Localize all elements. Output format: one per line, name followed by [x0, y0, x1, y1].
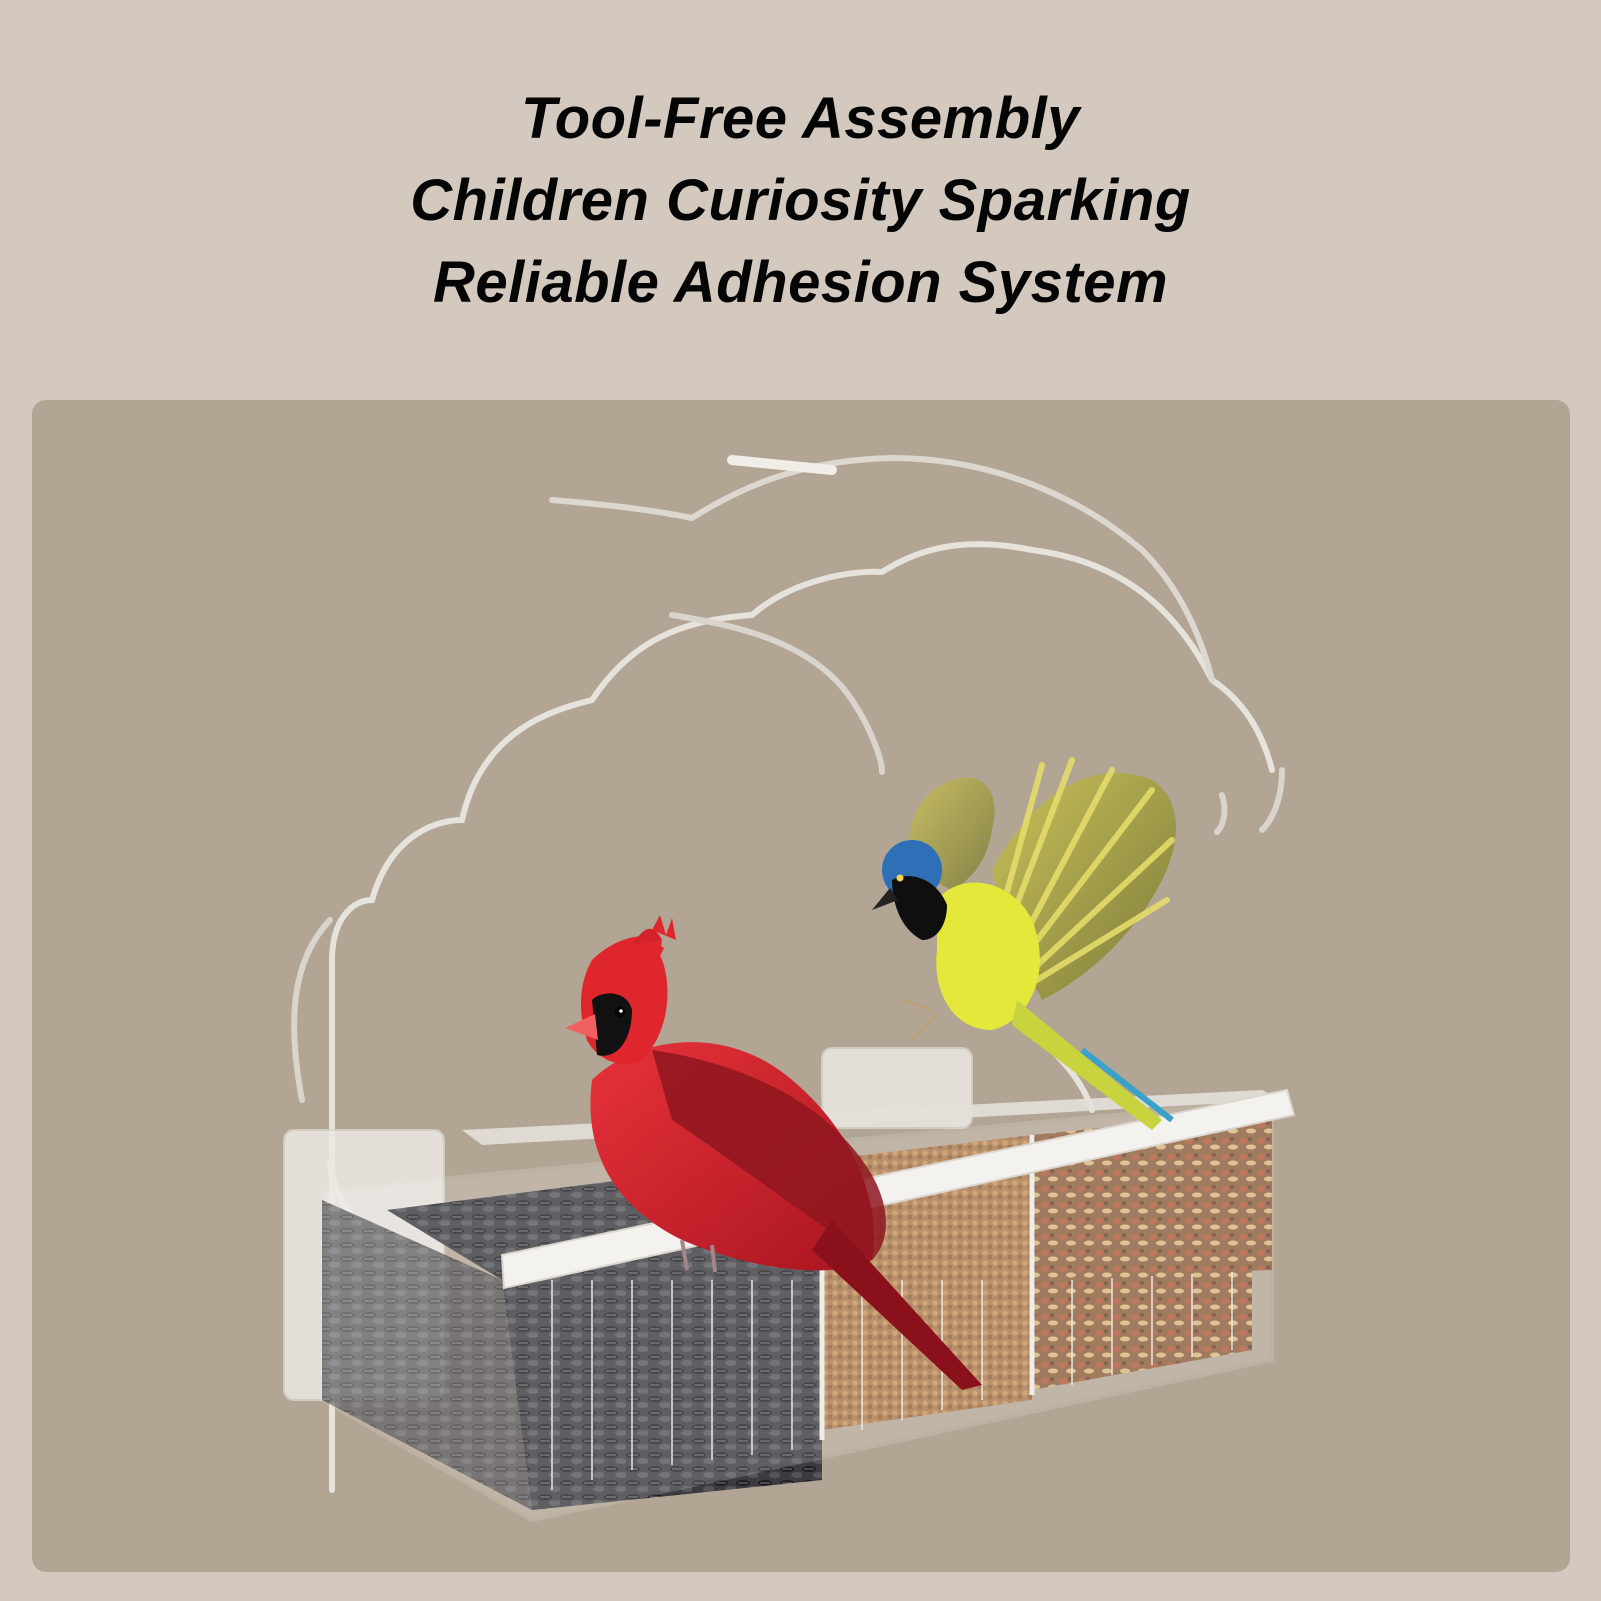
bird-feeder-image: [291, 454, 1285, 1493]
headline-line-3: Reliable Adhesion System: [432, 250, 1169, 315]
cardinal-bird-image: [565, 915, 982, 1390]
headline-line-2: Children Curiosity Sparking: [410, 168, 1191, 233]
product-illustration: [283, 454, 1296, 1523]
green-jay-bird-image: [872, 757, 1176, 1130]
headline: Tool-Free Assembly Children Curiosity Sp…: [0, 78, 1601, 324]
headline-line-1: Tool-Free Assembly: [520, 86, 1081, 151]
product-photo-panel: [32, 400, 1570, 1572]
